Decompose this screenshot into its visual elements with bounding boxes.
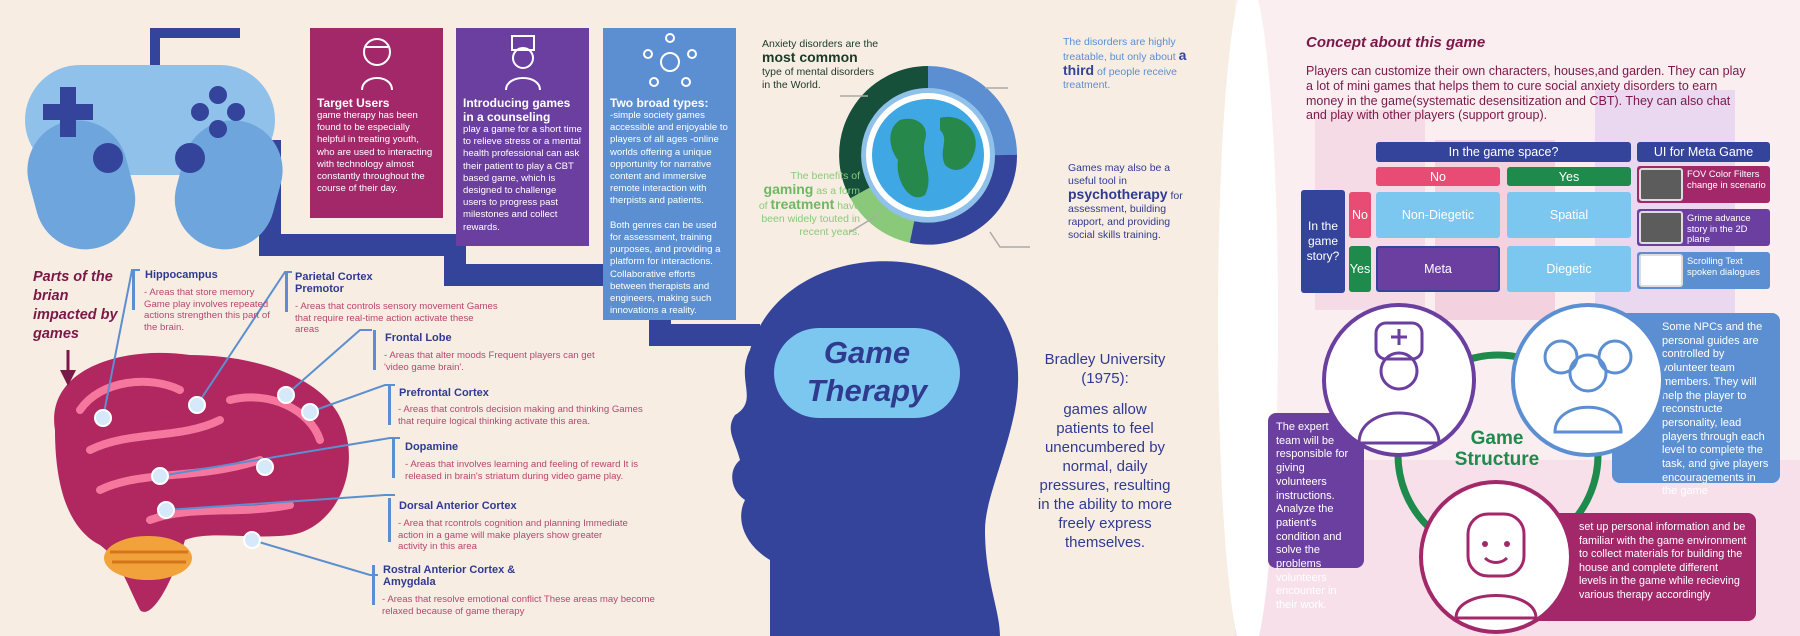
- most-common-note: Anxiety disorders are the most common ty…: [762, 38, 879, 91]
- doctor-icon: [504, 35, 541, 91]
- gamepad-icon: [25, 65, 283, 250]
- third-note: The disorders are highly treatable, but …: [1063, 36, 1187, 91]
- brain-desc-dopamine: - Areas that involves learning and feeli…: [405, 459, 639, 482]
- user-avatar-icon: [360, 38, 393, 91]
- target-users-title: Target Users: [317, 96, 390, 110]
- brain-part-dopamine: Dopamine: [405, 441, 459, 453]
- broad-types-card: Two broad types: -simple society games a…: [603, 28, 736, 320]
- matrix-col-yes: Yes: [1507, 167, 1631, 186]
- brain-desc-hippocampus: - Areas that store memory Game play invo…: [144, 287, 270, 333]
- screenshot-thumbnail-icon: [1639, 168, 1683, 201]
- brain-part-hippocampus: Hippocampus: [145, 269, 218, 281]
- brain-desc-dorsal: - Area that rcontrols cognition and plan…: [398, 518, 628, 553]
- matrix-col-header: In the game space?: [1376, 142, 1631, 162]
- brain-part-rostral: Rostral Anterior Cortex & Amygdala: [383, 564, 516, 588]
- brain-part-frontal: Frontal Lobe: [385, 332, 452, 344]
- player-avatar-icon: [1454, 512, 1538, 620]
- brain-desc-frontal: - Areas that alter moods Frequent player…: [384, 350, 595, 373]
- concept-body: Players can customize their own characte…: [1306, 64, 1746, 123]
- head-silhouette: [730, 261, 1019, 636]
- counseling-title: Introducing games in a counseling: [463, 96, 571, 124]
- psychotherapy-note: Games may also be a useful tool in psych…: [1068, 162, 1183, 241]
- group-people-icon: [1543, 339, 1633, 434]
- screenshot-thumbnail-icon: [1639, 211, 1683, 244]
- game-structure-title: Game Structure: [1454, 428, 1540, 470]
- brain-part-prefrontal: Prefrontal Cortex: [399, 387, 489, 399]
- matrix-cell-meta: Meta: [1376, 246, 1500, 292]
- target-users-body: game therapy has been found to be especi…: [317, 110, 433, 195]
- text-document-icon: [1639, 254, 1683, 287]
- ui-meta-title: UI for Meta Game: [1637, 142, 1770, 162]
- matrix-row-no: No: [1349, 192, 1371, 238]
- brain-desc-parietal: - Areas that controls sensory movement G…: [295, 301, 498, 336]
- matrix-cell-spatial: Spatial: [1507, 192, 1631, 238]
- matrix-row-header: In the game story?: [1301, 190, 1345, 293]
- ui-meta-item-fov: FOV Color Filters change in scenario: [1637, 166, 1770, 203]
- ui-meta-item-scrolling: Scrolling Text spoken dialogues: [1637, 252, 1770, 289]
- matrix-cell-non-diegetic: Non-Diegetic: [1376, 192, 1500, 238]
- npc-group-circle: [1511, 303, 1665, 457]
- player-circle: [1419, 480, 1573, 634]
- network-icon: [642, 33, 697, 87]
- quote-block: Bradley University (1975): games allow p…: [1035, 350, 1175, 552]
- treatment-note: The benefits of gaming as a form of trea…: [758, 170, 860, 238]
- counseling-body: play a game for a short time to relieve …: [463, 124, 582, 233]
- brain-part-parietal: Parietal Cortex Premotor: [295, 271, 373, 295]
- quote-source: Bradley University (1975):: [1044, 351, 1166, 387]
- expert-team-note: The expert team will be responsible for …: [1268, 413, 1364, 611]
- matrix-cell-diegetic: Diegetic: [1507, 246, 1631, 292]
- matrix-col-no: No: [1376, 167, 1500, 186]
- target-users-card: Target Users game therapy has been found…: [310, 28, 443, 218]
- globe-donut: [839, 66, 1018, 245]
- matrix-row-yes: Yes: [1349, 246, 1371, 292]
- broad-types-body2: Both genres can be used for assessment, …: [610, 219, 721, 317]
- npc-guides-note: Some NPCs and the personal guides are co…: [1612, 313, 1780, 497]
- background-art: [25, 28, 1030, 636]
- expert-team-circle: [1322, 303, 1476, 457]
- doctor-icon: [1357, 321, 1441, 445]
- game-therapy-title: Game Therapy: [774, 328, 960, 418]
- brain-heading: Parts of the brian impacted by games: [33, 269, 118, 342]
- brain-desc-prefrontal: - Areas that controls decision making an…: [398, 404, 643, 427]
- brain-desc-rostral: - Areas that resolve emotional conflict …: [382, 594, 655, 617]
- brain-illustration: [54, 352, 349, 612]
- counseling-card: Introducing games in a counseling play a…: [456, 28, 589, 246]
- concept-title: Concept about this game: [1306, 34, 1486, 51]
- brain-part-dorsal: Dorsal Anterior Cortex: [399, 500, 517, 512]
- quote-text: games allow patients to feel unencumbere…: [1037, 401, 1173, 551]
- broad-types-title: Two broad types:: [610, 96, 709, 110]
- broad-types-body1: -simple society games accessible and enj…: [610, 110, 728, 207]
- ui-meta-item-grime: Grime advance story in the 2D plane: [1637, 209, 1770, 246]
